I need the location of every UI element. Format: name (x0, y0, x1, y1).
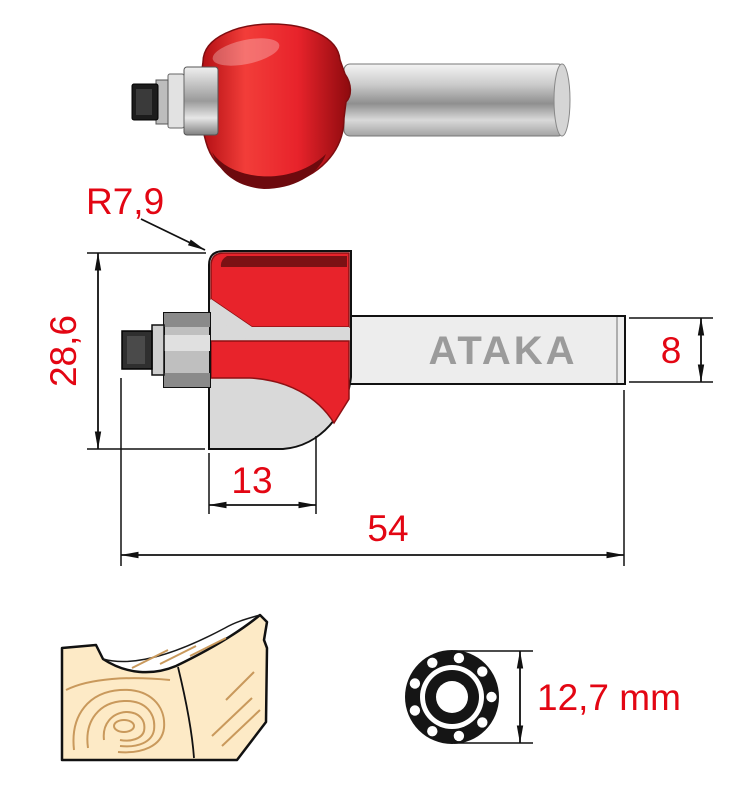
bearing-shade-bottom (164, 373, 210, 387)
radius-dimension-label: R7,9 (86, 181, 164, 222)
grain-line (221, 709, 261, 747)
grain-knot (113, 719, 135, 733)
height-dimension-label: 28,6 (43, 315, 84, 387)
bearing-ball (453, 652, 465, 664)
cove-profile-wood-sample (60, 613, 269, 762)
grain-swirl (72, 688, 166, 754)
drawing-shank (348, 315, 626, 385)
bearing-ball (427, 657, 438, 668)
bearing-ball (409, 678, 421, 689)
cutter-blade-lower (210, 340, 350, 425)
wood-block-silhouette (60, 613, 269, 762)
photo-shank-end (553, 63, 571, 137)
bearing-ball (409, 705, 421, 716)
shankdia-dimension-label: 8 (661, 330, 682, 371)
technical-drawing: ATAKA (121, 250, 626, 450)
brand-label: ATAKA (428, 329, 577, 373)
wood-face-edge (177, 666, 195, 759)
cove-inner-edge (102, 614, 261, 663)
bearing-ball (477, 666, 488, 677)
photo-cutter-body (199, 23, 352, 186)
router-bit-photo (131, 23, 571, 189)
bearing-highlight (164, 335, 210, 351)
bearing-balls (409, 652, 497, 742)
radius-leader-line (140, 218, 206, 251)
bearing-washer (151, 324, 165, 376)
grain-line (65, 677, 171, 691)
bearingdia-dimension-label: 12,7 mm (537, 677, 681, 718)
photo-bearing-washer-mid (167, 73, 185, 129)
cutter-gullet (211, 299, 349, 341)
photo-highlight (212, 38, 280, 66)
bearing-ball (477, 717, 488, 728)
bearing-shade-top (164, 313, 210, 327)
bearing-ball (427, 726, 438, 737)
cutter-top-edge (220, 256, 347, 267)
bearing-bore (436, 681, 468, 713)
photo-bearing-washer-large (183, 66, 219, 136)
bearing-ball (453, 730, 465, 742)
cutlength-dimension-label: 13 (231, 460, 272, 501)
photo-shank (343, 63, 565, 137)
bearing-screw-face (127, 336, 145, 364)
grain-swirl (102, 710, 146, 742)
ball-bearing-diagram: 12,7 mm (405, 650, 681, 744)
cove-hatch-line (131, 649, 169, 669)
grain-line (211, 697, 253, 737)
grain-swirl (86, 699, 156, 749)
cove-hatch-line (159, 645, 197, 665)
dimensions: R7,9 28,6 13 54 8 (43, 181, 713, 566)
overall-dimension-label: 54 (367, 508, 408, 549)
cove-hatch-line (189, 637, 227, 657)
wood-grain (65, 637, 261, 754)
bearing-ball (486, 691, 497, 703)
photo-cutter-rim (212, 152, 326, 189)
photo-bearing-nut-face (136, 89, 152, 115)
grain-line (225, 671, 255, 701)
